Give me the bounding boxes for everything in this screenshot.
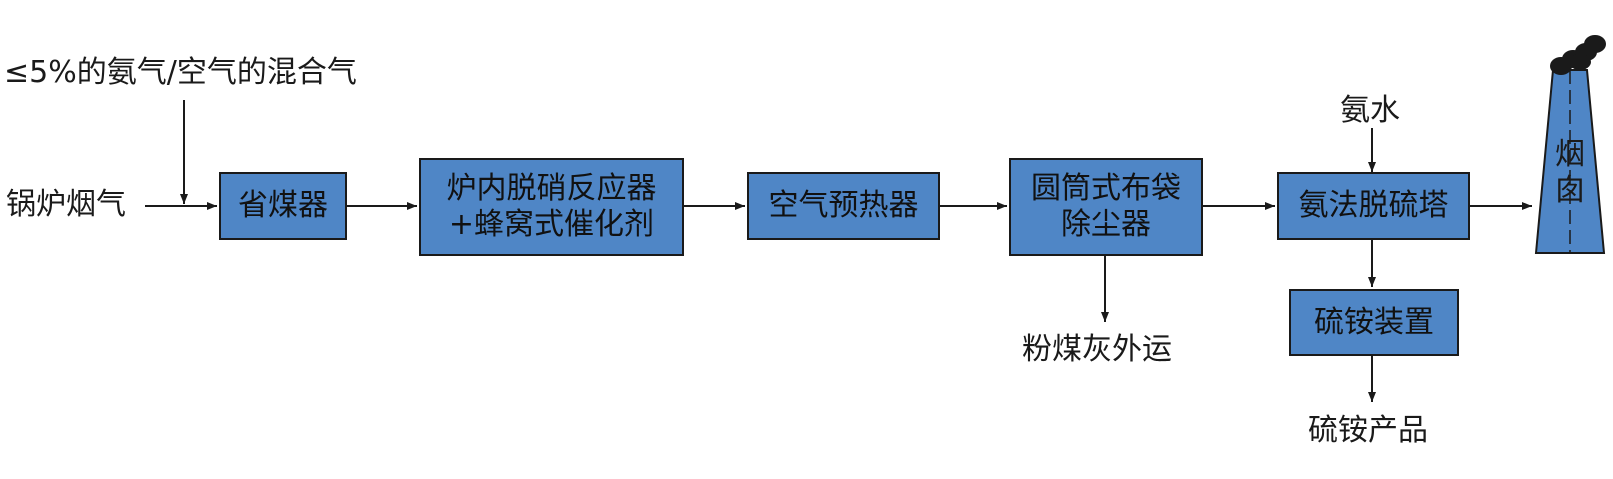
air-preheater-box: 空气预热器 [747, 172, 940, 240]
ammonium-sulfate-unit-box: 硫铵装置 [1289, 289, 1459, 356]
desulfurization-tower-box: 氨法脱硫塔 [1277, 172, 1470, 240]
economizer-label: 省煤器 [238, 188, 328, 223]
bag-filter-box: 圆筒式布袋 除尘器 [1009, 158, 1203, 256]
smoke-icon [1550, 35, 1606, 75]
furnace-denox-label-line1: 炉内脱硝反应器 [446, 171, 657, 206]
bag-filter-label-line2: 除尘器 [1061, 207, 1151, 242]
furnace-denox-box: 炉内脱硝反应器 +蜂窝式催化剂 [419, 158, 684, 256]
input-ammonia-air-mix: ≤5%的氨气/空气的混合气 [4, 55, 357, 90]
chimney-shape [1534, 35, 1606, 254]
air-preheater-label: 空气预热器 [768, 188, 919, 223]
desulfurization-tower-label: 氨法脱硫塔 [1298, 188, 1449, 223]
economizer-box: 省煤器 [219, 172, 347, 240]
output-ammonium-sulfate-product: 硫铵产品 [1308, 413, 1428, 448]
chimney-label: 烟囱 [1555, 137, 1585, 208]
output-fly-ash: 粉煤灰外运 [1022, 332, 1172, 367]
furnace-denox-label-line2: +蜂窝式催化剂 [448, 207, 655, 242]
bag-filter-label-line1: 圆筒式布袋 [1031, 171, 1181, 206]
input-boiler-flue-gas: 锅炉烟气 [6, 187, 126, 222]
input-ammonia-water: 氨水 [1340, 93, 1400, 128]
ammonium-sulfate-unit-label: 硫铵装置 [1314, 304, 1434, 340]
